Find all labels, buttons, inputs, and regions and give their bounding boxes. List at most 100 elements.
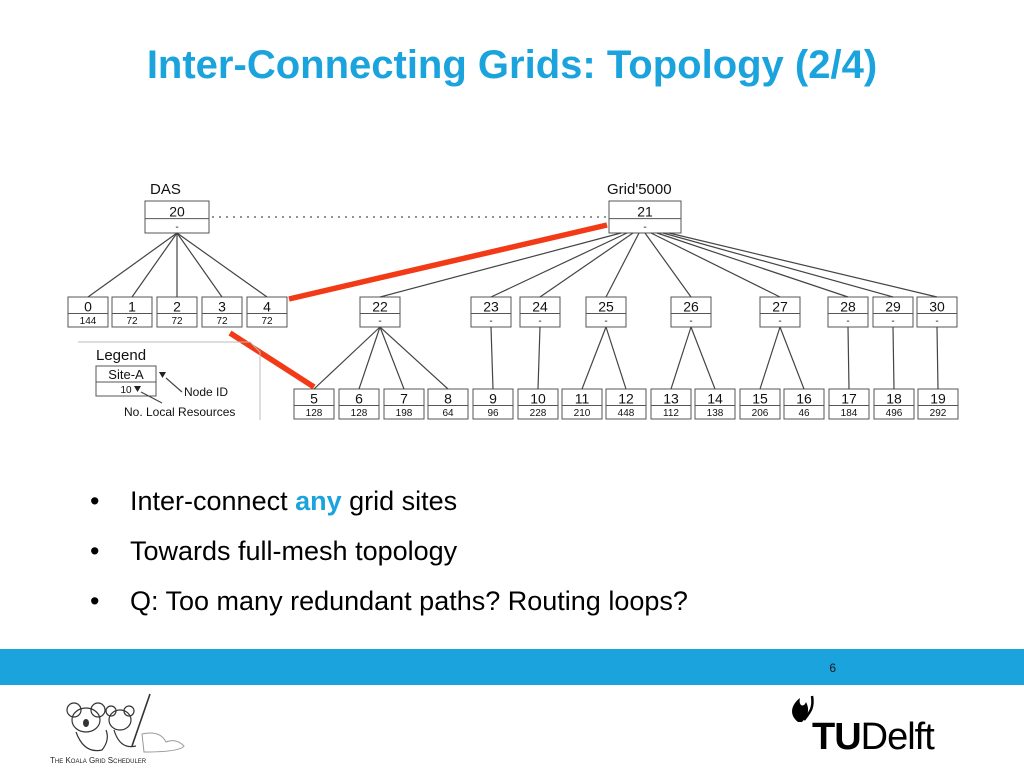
grid-leaf-node-16-id: 16	[796, 390, 812, 406]
grid-mid-node-25-box	[585, 296, 627, 328]
legend-title: Legend	[96, 347, 146, 364]
edge-22-7	[379, 326, 405, 390]
grid-mid-node-23-box	[470, 296, 512, 328]
grid-mid-node-30-id: 30	[929, 298, 945, 314]
grid-leaf-node-19-box	[917, 388, 959, 420]
edge-28-17	[847, 326, 850, 390]
grid-leaf-node-13-box	[650, 388, 692, 420]
grid-leaf-node-11-id: 11	[575, 390, 590, 406]
edge-grid-27	[650, 232, 781, 298]
tudelft-delft: Delft	[860, 716, 935, 758]
das-site-node-0-resources: 144	[80, 316, 97, 327]
grid-mid-node-23-resources: -	[489, 316, 492, 327]
root-das-label: DAS	[150, 181, 181, 198]
grid-leaf-node-16-resources: 46	[798, 408, 810, 419]
edge-das-0	[87, 232, 178, 298]
grid-leaf-node-13-resources: 112	[663, 408, 679, 419]
grid-leaf-node-7-id: 7	[400, 390, 408, 406]
edge-29-18	[892, 326, 895, 390]
grid-leaf-node-6-resources: 128	[351, 408, 368, 419]
footer-band: 6	[0, 649, 1024, 685]
grid-leaf-node-8-id: 8	[444, 390, 452, 406]
red-link-3-5	[228, 330, 316, 390]
root-das-node-id: 20	[169, 203, 185, 219]
grid-leaf-node-15-box	[739, 388, 781, 420]
grid-leaf-node-17-id: 17	[841, 390, 857, 406]
grid-leaf-node-6-id: 6	[355, 390, 363, 406]
legend-frame	[78, 341, 261, 420]
grid-leaf-node-7-resources: 198	[396, 408, 413, 419]
grid-mid-node-29-id: 29	[885, 298, 901, 314]
edge-24-10	[537, 326, 541, 390]
edge-grid-30	[668, 232, 938, 298]
grid-leaf-node-10-id: 10	[530, 390, 546, 406]
grid-leaf-node-5-resources: 128	[306, 408, 323, 419]
das-site-node-3-resources: 72	[216, 316, 228, 327]
grid-mid-node-26-resources: -	[689, 316, 692, 327]
edge-25-11	[581, 326, 607, 390]
edge-grid-23	[490, 232, 628, 298]
grid-leaf-node-14-id: 14	[707, 390, 723, 406]
edge-26-13	[670, 326, 692, 390]
grid-leaf-node-15-id: 15	[752, 390, 768, 406]
das-site-node-0-box	[67, 296, 109, 328]
edge-23-9	[490, 326, 494, 390]
page-number: 6	[829, 661, 836, 675]
das-site-node-4-box	[246, 296, 288, 328]
das-site-node-3-id: 3	[218, 298, 226, 314]
legend-marker-icon	[159, 372, 166, 378]
topology-diagram: DAS20-Grid'500021-014417227237247222-23-…	[67, 181, 959, 420]
grid-leaf-node-9-id: 9	[489, 390, 497, 406]
bullet-interconnect: Inter-connect any grid sites	[90, 482, 688, 532]
root-das-node-box	[144, 200, 210, 234]
grid-mid-node-30-resources: -	[935, 316, 938, 327]
red-link-4-21	[288, 222, 608, 302]
grid-leaf-node-8-resources: 64	[442, 408, 454, 419]
grid-leaf-node-19-id: 19	[930, 390, 946, 406]
edge-grid-26	[644, 232, 692, 298]
grid-leaf-node-11-resources: 210	[574, 408, 591, 419]
das-site-node-3-box	[201, 296, 243, 328]
grid-leaf-node-13-id: 13	[663, 390, 679, 406]
tudelft-wordmark: TUDelft	[812, 716, 935, 758]
edge-grid-29	[662, 232, 894, 298]
grid-leaf-node-16-box	[783, 388, 825, 420]
edge-26-14	[690, 326, 716, 390]
grid-mid-node-24-id: 24	[532, 298, 548, 314]
das-site-node-4-resources: 72	[261, 316, 273, 327]
grid-leaf-node-9-box	[472, 388, 514, 420]
grid-mid-node-24-box	[519, 296, 561, 328]
slide-title: Inter-Connecting Grids: Topology (2/4)	[146, 43, 878, 87]
root-grid5000-label: Grid'5000	[607, 181, 672, 198]
grid-leaf-node-5-box	[293, 388, 335, 420]
das-site-node-2-box	[156, 296, 198, 328]
grid-leaf-node-18-id: 18	[886, 390, 902, 406]
edge-grid-25	[605, 232, 640, 298]
grid-leaf-node-17-resources: 184	[841, 408, 858, 419]
edge-27-15	[759, 326, 781, 390]
das-site-node-0-id: 0	[84, 298, 92, 314]
grid-leaf-node-10-resources: 228	[530, 408, 547, 419]
tudelft-tu: TU	[812, 716, 862, 758]
grid-leaf-node-18-box	[873, 388, 915, 420]
grid-leaf-node-5-id: 5	[310, 390, 318, 406]
koala-icon	[66, 693, 185, 753]
legend-node-box	[95, 365, 157, 397]
grid-mid-node-27-resources: -	[778, 316, 781, 327]
legend-marker-icon	[134, 386, 141, 392]
edge-22-8	[379, 326, 449, 390]
grid-mid-node-25-resources: -	[604, 316, 607, 327]
grid-leaf-node-15-resources: 206	[752, 408, 769, 419]
edge-30-19	[936, 326, 939, 390]
legend-pointer-resources	[140, 391, 163, 404]
das-site-node-2-id: 2	[173, 298, 181, 314]
edge-das-3	[176, 232, 223, 298]
grid-leaf-node-12-resources: 448	[618, 408, 635, 419]
grid-mid-node-22-id: 22	[372, 298, 388, 314]
grid-mid-node-22-resources: -	[378, 316, 381, 327]
grid-leaf-node-12-id: 12	[618, 390, 634, 406]
bullet-question: Q: Too many redundant paths? Routing loo…	[90, 582, 688, 632]
das-site-node-1-resources: 72	[126, 316, 138, 327]
das-site-node-1-id: 1	[128, 298, 136, 314]
root-das-node-resources: -	[175, 222, 178, 233]
